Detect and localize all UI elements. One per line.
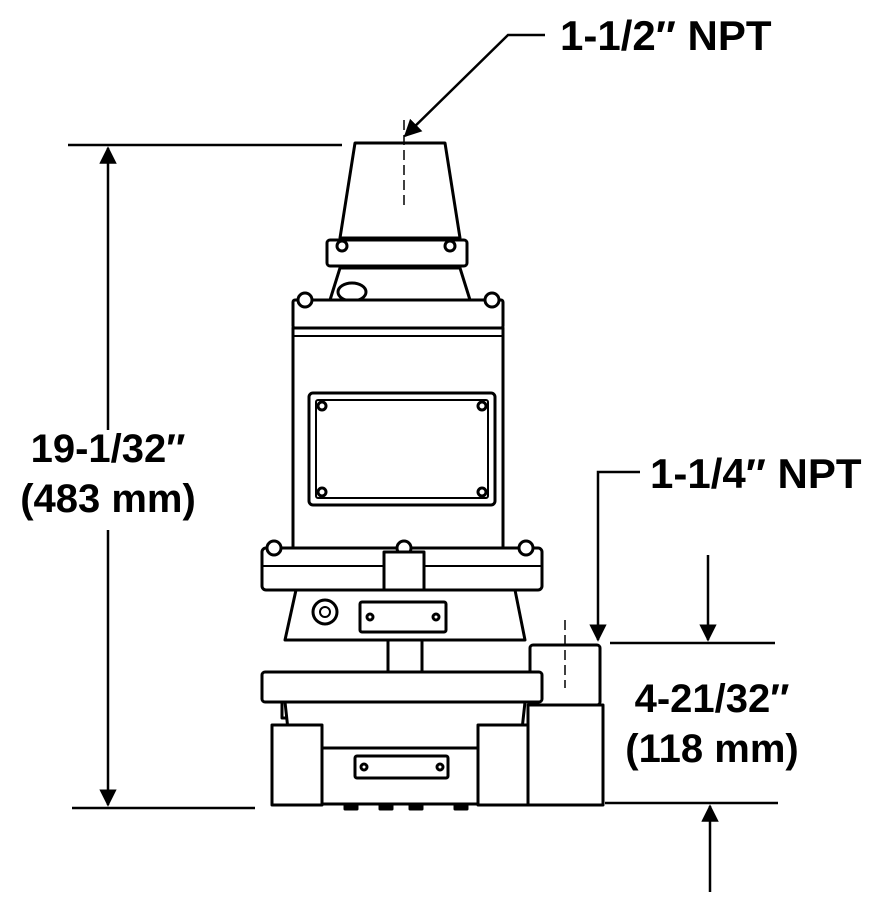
regulator-body [260, 120, 605, 811]
port-height-inches-label: 4-21/32″ [635, 677, 790, 721]
port-height-dimension [605, 555, 778, 892]
vent-plug [336, 281, 368, 303]
side-port-leader [589, 470, 640, 642]
bonnet-flange [325, 238, 469, 268]
height-inches-label: 19-1/32″ [31, 427, 186, 471]
overall-height-dimension [68, 143, 342, 810]
spring-bonnet [338, 141, 462, 240]
side-port-label: 1-1/4″ NPT [650, 450, 862, 497]
top-port-label: 1-1/2″ NPT [560, 12, 772, 59]
port-height-mm-label: (118 mm) [625, 727, 798, 771]
height-mm-label: (483 mm) [20, 477, 196, 521]
lower-flange [260, 670, 544, 704]
top-port-leader [403, 33, 545, 138]
